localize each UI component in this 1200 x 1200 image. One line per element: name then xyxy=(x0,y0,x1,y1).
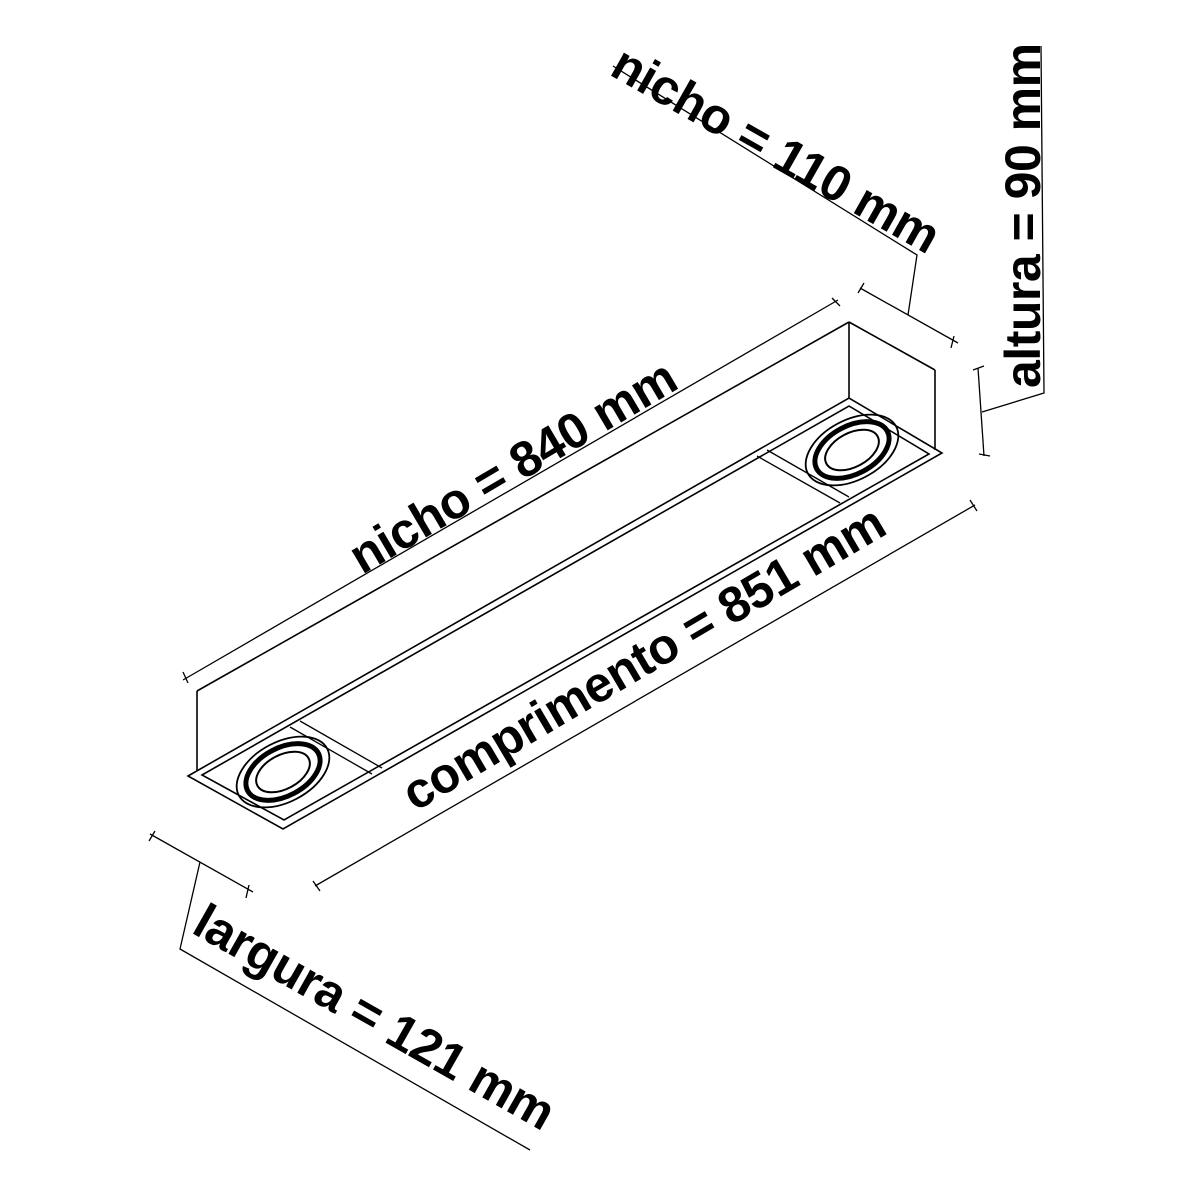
lamp-ring-outer xyxy=(804,413,900,487)
arrow-tick xyxy=(857,282,865,294)
arrow-tick xyxy=(950,335,955,349)
dimension-largura: largura = 121 mm xyxy=(148,830,565,1151)
lamp-ring-mid xyxy=(243,741,323,803)
leader-line xyxy=(179,861,531,1151)
label-comprimento: comprimento = 851 mm xyxy=(392,494,894,821)
label-nicho-width: nicho = 110 mm xyxy=(603,35,950,264)
lamp-module-right xyxy=(756,413,900,504)
lamp-ring-outer xyxy=(235,735,331,809)
arrow-tick xyxy=(972,365,985,371)
label-largura: largura = 121 mm xyxy=(185,893,565,1141)
dimension-nicho-width: nicho = 110 mm xyxy=(603,35,959,349)
lamp-module-left xyxy=(235,720,383,809)
label-nicho-length: nicho = 840 mm xyxy=(339,349,686,585)
arrow-tick xyxy=(148,830,156,842)
luminaire-body xyxy=(186,321,944,830)
lamp-ring-inner xyxy=(255,750,311,794)
lamp-ring-mid xyxy=(812,419,892,481)
arrow-tick xyxy=(831,297,841,307)
leader-line xyxy=(612,65,918,316)
leader-line xyxy=(981,45,1045,413)
arrow-tick xyxy=(978,453,991,457)
arrow-tick xyxy=(245,884,250,899)
arrow-tick xyxy=(312,880,321,892)
lamp-ring-inner xyxy=(824,428,880,472)
arrow-tick xyxy=(182,671,189,684)
label-altura: altura = 90 mm xyxy=(995,43,1051,388)
arrow-tick xyxy=(969,499,978,512)
dimension-altura: altura = 90 mm xyxy=(972,43,1051,457)
